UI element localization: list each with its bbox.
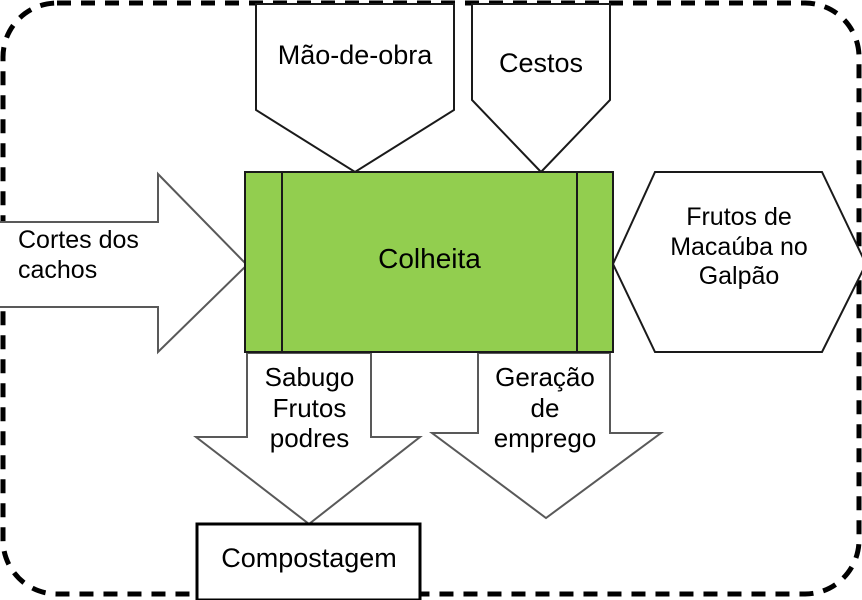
input-arrow-cestos bbox=[471, 3, 611, 174]
output-arrow-sabugo-frutos-podres bbox=[193, 352, 423, 526]
process-box-colheita bbox=[244, 171, 614, 353]
output-hexagon-frutos-macauba bbox=[611, 171, 862, 353]
terminal-box-compostagem bbox=[195, 522, 422, 600]
output-arrow-geracao-de-emprego bbox=[428, 352, 665, 520]
input-arrow-mao-de-obra bbox=[255, 3, 455, 174]
input-arrow-cortes-dos-cachos bbox=[0, 171, 249, 355]
